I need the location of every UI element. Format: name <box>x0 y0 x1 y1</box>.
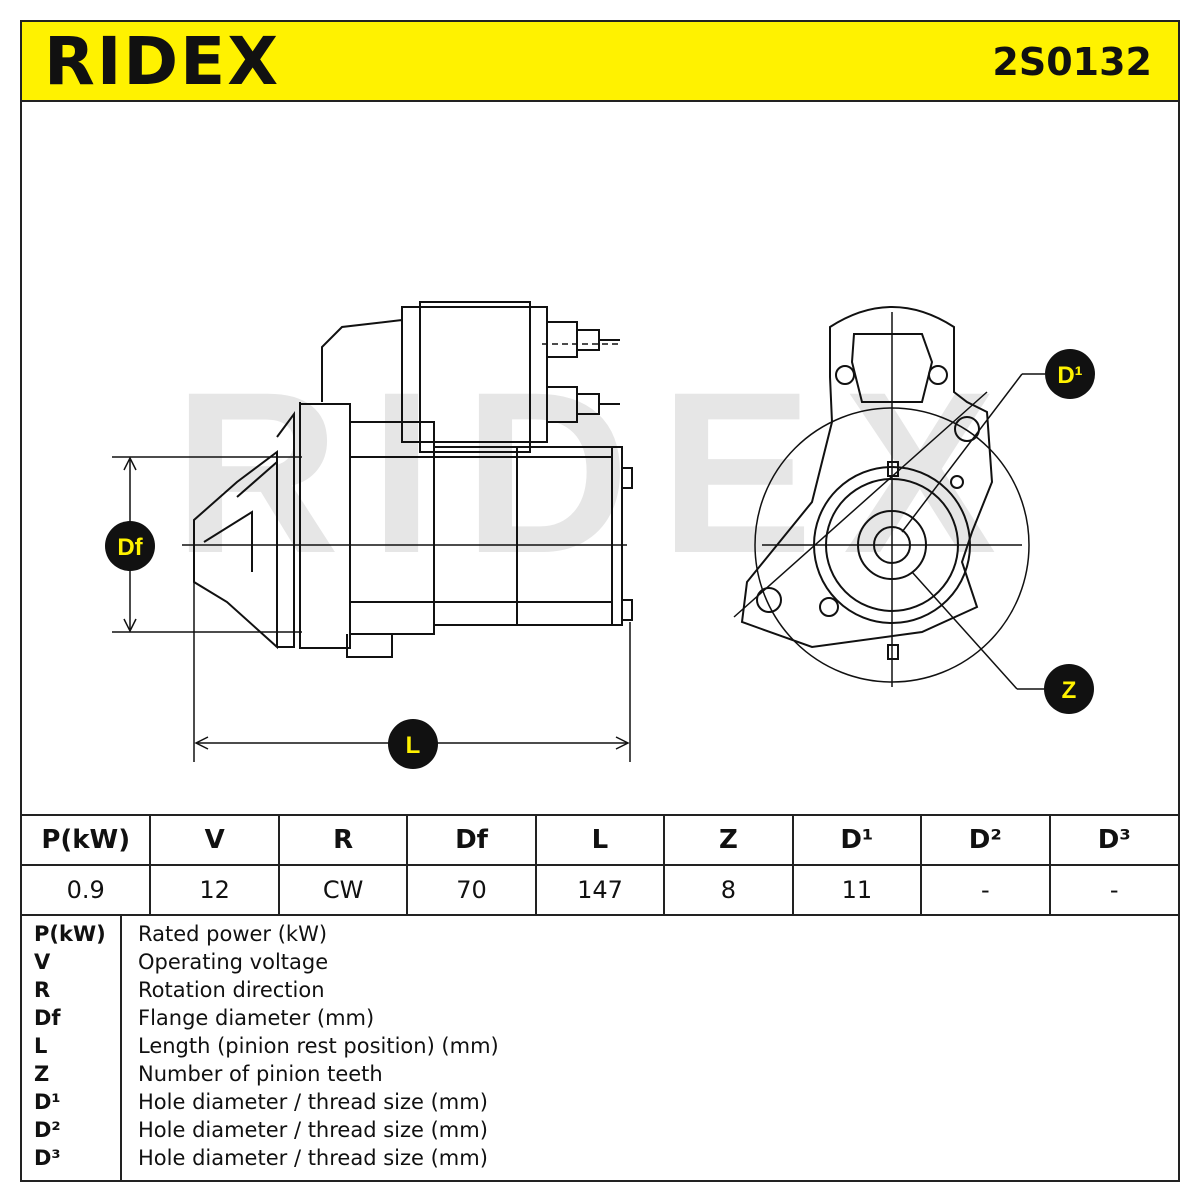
spec-value-l: 147 <box>534 864 666 916</box>
d1-leader <box>901 373 1045 533</box>
legend-desc: Operating voltage <box>138 950 329 974</box>
legend-desc: Rated power (kW) <box>138 922 328 946</box>
z-badge: Z <box>1044 664 1094 714</box>
front-view-centerlines <box>733 312 1022 687</box>
legend-row: Df Flange diameter (mm) <box>22 1004 1178 1032</box>
legend-desc: Number of pinion teeth <box>138 1062 383 1086</box>
legend-desc: Hole diameter / thread size (mm) <box>138 1118 488 1142</box>
legend-key: Df <box>34 1006 61 1030</box>
legend-key: V <box>34 950 51 974</box>
spec-header-d3: D³ <box>1048 814 1178 866</box>
legend-row: R Rotation direction <box>22 976 1178 1004</box>
part-number: 2S0132 <box>992 40 1152 84</box>
header-bar: RIDEX 2S0132 <box>22 22 1178 102</box>
spec-header-pkw: P(kW) <box>22 814 152 866</box>
drawing-canvas: RIDEX <box>105 301 1095 769</box>
spec-header-df: Df <box>406 814 537 866</box>
d1-badge-label: D¹ <box>1057 362 1082 389</box>
spec-header-d1: D¹ <box>791 814 923 866</box>
spec-value-df: 70 <box>406 864 537 916</box>
legend-desc: Hole diameter / thread size (mm) <box>138 1146 488 1170</box>
z-badge-label: Z <box>1062 677 1077 704</box>
spec-header-z: Z <box>663 814 794 866</box>
legend-row: V Operating voltage <box>22 948 1178 976</box>
spec-header-v: V <box>149 814 280 866</box>
legend-key: R <box>34 978 51 1002</box>
spec-value-v: 12 <box>149 864 280 916</box>
legend-desc: Rotation direction <box>138 978 325 1002</box>
legend-key: D² <box>34 1118 61 1142</box>
side-view-centerlines <box>182 343 627 546</box>
legend-key: L <box>34 1034 48 1058</box>
spec-value-row: 0.9 12 CW 70 147 8 11 - - <box>22 864 1178 916</box>
spec-value-z: 8 <box>663 864 794 916</box>
product-sheet: RIDEX 2S0132 RIDEX <box>20 20 1180 1182</box>
spec-value-d2: - <box>920 864 1051 916</box>
legend-row: Z Number of pinion teeth <box>22 1060 1178 1088</box>
legend-desc: Hole diameter / thread size (mm) <box>138 1090 488 1114</box>
starter-side-view <box>193 301 633 658</box>
spec-value-pkw: 0.9 <box>22 864 152 916</box>
spec-header-l: L <box>534 814 666 866</box>
spec-header-row: P(kW) V R Df L Z D¹ D² D³ <box>22 814 1178 866</box>
legend-desc: Flange diameter (mm) <box>138 1006 375 1030</box>
legend-row: D² Hole diameter / thread size (mm) <box>22 1116 1178 1144</box>
legend-row: D¹ Hole diameter / thread size (mm) <box>22 1088 1178 1116</box>
l-badge-label: L <box>406 732 421 759</box>
legend-divider <box>120 914 122 1182</box>
spec-table: P(kW) V R Df L Z D¹ D² D³ 0.9 12 CW 70 1… <box>22 814 1178 916</box>
legend-key: Z <box>34 1062 50 1086</box>
spec-header-d2: D² <box>920 814 1051 866</box>
legend-key: P(kW) <box>34 922 106 946</box>
legend: P(kW) Rated power (kW) V Operating volta… <box>22 914 1178 1182</box>
df-badge: Df <box>105 521 155 571</box>
legend-row: P(kW) Rated power (kW) <box>22 920 1178 948</box>
legend-row: L Length (pinion rest position) (mm) <box>22 1032 1178 1060</box>
df-badge-label: Df <box>117 534 143 561</box>
technical-drawing: RIDEX <box>22 102 1178 814</box>
brand-logo: RIDEX <box>44 23 281 100</box>
legend-row: D³ Hole diameter / thread size (mm) <box>22 1144 1178 1172</box>
d1-badge: D¹ <box>1045 349 1095 399</box>
watermark-text: RIDEX <box>174 344 1027 601</box>
spec-header-r: R <box>277 814 409 866</box>
spec-value-r: CW <box>277 864 409 916</box>
spec-value-d3: - <box>1048 864 1178 916</box>
legend-key: D¹ <box>34 1090 61 1114</box>
spec-value-d1: 11 <box>791 864 923 916</box>
legend-desc: Length (pinion rest position) (mm) <box>138 1034 499 1058</box>
l-badge: L <box>388 719 438 769</box>
legend-key: D³ <box>34 1146 61 1170</box>
z-leader <box>911 571 1044 690</box>
